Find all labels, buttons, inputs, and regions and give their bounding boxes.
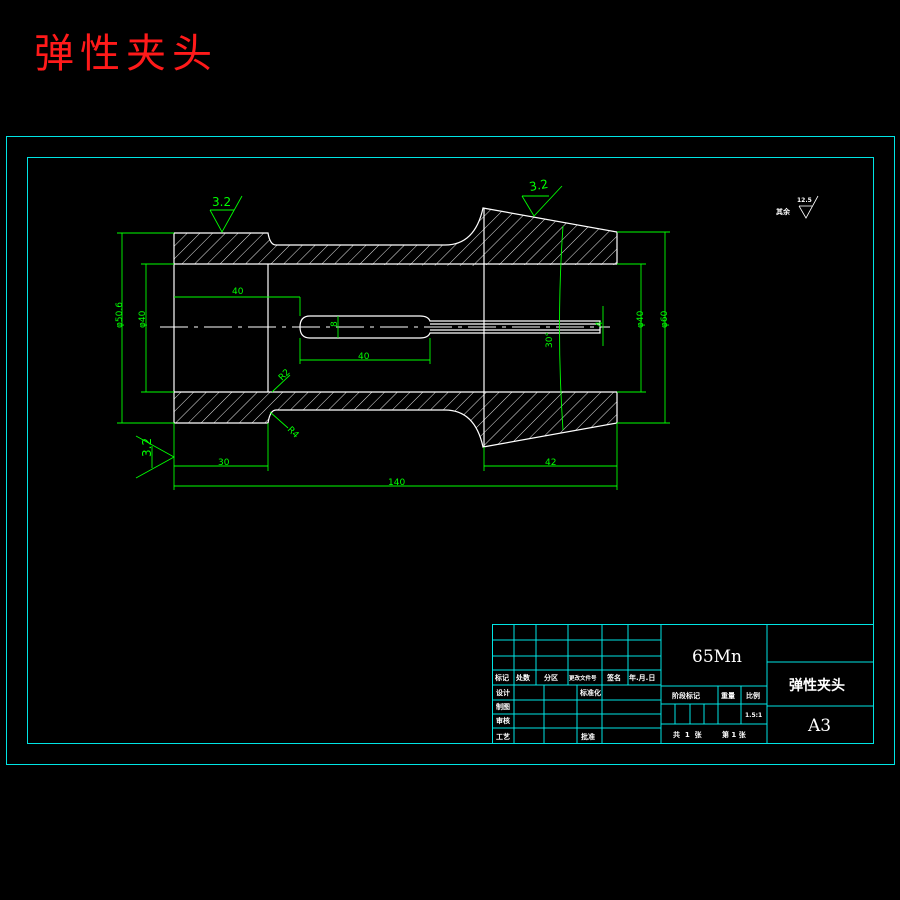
dim-4: 4 — [595, 321, 605, 327]
dim-140: 140 — [388, 478, 405, 488]
tb-row-drawing: 制图 — [496, 702, 510, 711]
roughness-left: 3.2 — [140, 438, 154, 457]
tb-sheet-no: 第 1 张 — [722, 730, 747, 739]
roughness-other-label: 其余 — [776, 207, 791, 216]
tb-header-date: 年.月.日 — [629, 673, 655, 682]
dim-dia-left: φ50.6 — [115, 302, 125, 328]
dim-dia-right: φ60 — [660, 310, 670, 328]
tb-total-sheets: 共 1 张 — [673, 730, 703, 739]
dimensions: 40 40 8 4 φ50.6 φ40 φ40 φ60 30° — [115, 231, 670, 490]
hatch-bottom-wall — [174, 392, 617, 447]
tb-row-review: 审核 — [496, 716, 510, 725]
dim-30: 30 — [218, 458, 230, 468]
hatch-top-wall — [174, 208, 617, 266]
dim-dia-bore-left: φ40 — [138, 310, 148, 328]
dim-r2: R2 — [277, 368, 293, 384]
tb-standardization: 标准化 — [579, 688, 601, 697]
tb-header-zone: 分区 — [544, 673, 558, 682]
dim-angle: 30° — [545, 332, 555, 348]
outer-border — [6, 136, 895, 765]
slot-outline — [299, 315, 601, 339]
title-block: 标记 处数 分区 更改文件号 签名 年.月.日 设计 制图 审核 工艺 标准化 … — [492, 624, 874, 744]
tb-scale-value: 1.5:1 — [745, 712, 762, 719]
part-section — [160, 207, 618, 448]
dim-dia-bore-right: φ40 — [636, 310, 646, 328]
tb-header-count: 处数 — [515, 673, 531, 682]
tb-scale-label: 比例 — [746, 691, 760, 700]
tb-header-change-doc: 更改文件号 — [569, 674, 597, 682]
tb-row-design: 设计 — [496, 688, 510, 697]
tb-approve: 批准 — [581, 732, 595, 741]
tb-part-name: 弹性夹头 — [789, 677, 845, 694]
tb-stage-mark: 阶段标记 — [672, 691, 700, 700]
roughness-top-left: 3.2 — [212, 195, 231, 209]
tb-header-sign: 签名 — [606, 673, 621, 682]
tb-sheet-size: A3 — [807, 716, 831, 736]
roughness-symbols: 3.2 3.2 3.2 其余 12.5 — [135, 177, 819, 479]
dim-40-slot: 40 — [358, 352, 370, 362]
dim-42: 42 — [545, 458, 556, 468]
tb-header-mark: 标记 — [494, 673, 509, 682]
outline-bottom — [174, 392, 618, 448]
roughness-top-right: 3.2 — [528, 177, 549, 194]
outline-top — [174, 207, 618, 264]
inner-border — [27, 157, 874, 744]
angle-arc — [559, 225, 564, 431]
tb-material: 65Mn — [692, 647, 742, 667]
page-title: 弹性夹头 — [34, 31, 218, 77]
roughness-other-value: 12.5 — [797, 197, 812, 204]
tb-weight: 重量 — [721, 691, 735, 700]
dim-40-top: 40 — [232, 287, 244, 297]
dim-8: 8 — [330, 321, 340, 327]
tb-row-process: 工艺 — [496, 732, 510, 741]
